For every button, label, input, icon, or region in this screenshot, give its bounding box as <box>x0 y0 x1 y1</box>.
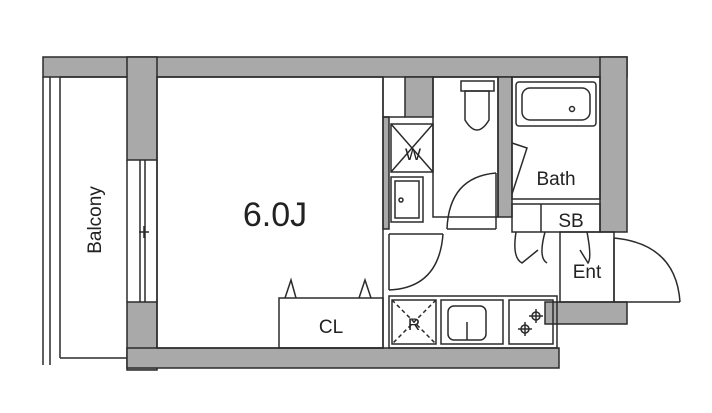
balcony-label: Balcony <box>85 186 106 254</box>
main-room-label: 6.0J <box>243 196 307 234</box>
closet-label: CL <box>319 317 343 338</box>
wall-partition-v3 <box>382 116 390 230</box>
fridge <box>391 299 437 345</box>
wall-partition-v2 <box>497 76 513 218</box>
entrance-label: Ent <box>573 262 602 283</box>
walls <box>42 56 628 371</box>
washer-label: W <box>405 145 421 164</box>
bath-label: Bath <box>536 169 575 190</box>
fridge-label: R <box>408 315 420 334</box>
bathtub <box>515 81 597 127</box>
doors <box>284 142 681 303</box>
toilet <box>460 80 495 131</box>
balcony <box>42 76 158 365</box>
shoe-box-label: SB <box>558 211 583 232</box>
wall-right-upper <box>599 56 628 233</box>
utility-sink <box>390 176 424 223</box>
wall-room-left-upper <box>126 56 158 161</box>
wall-bottom <box>126 347 560 369</box>
wall-partition-vertical <box>404 76 434 118</box>
kitchen-sink <box>440 299 504 345</box>
washer <box>390 123 434 173</box>
stove <box>508 299 554 345</box>
